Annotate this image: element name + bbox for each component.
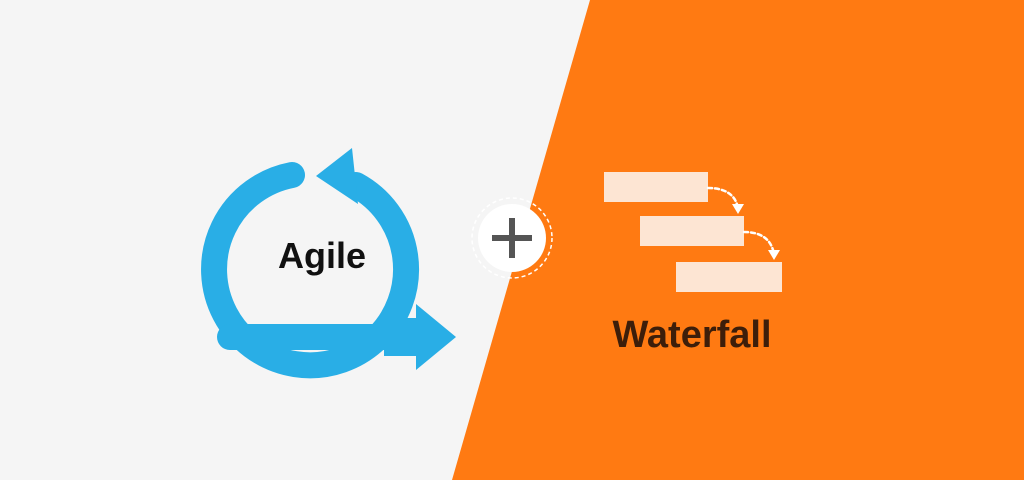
forward-arrow-icon — [384, 304, 456, 370]
cycle-arrowhead-top — [316, 148, 358, 204]
plus-icon — [471, 197, 553, 279]
waterfall-step-2 — [640, 216, 744, 246]
waterfall-step-3 — [676, 262, 782, 292]
waterfall-label: Waterfall — [612, 314, 772, 356]
cycle-ring — [201, 162, 420, 379]
agile-label: Agile — [277, 235, 366, 276]
waterfall-step-1 — [604, 172, 708, 202]
